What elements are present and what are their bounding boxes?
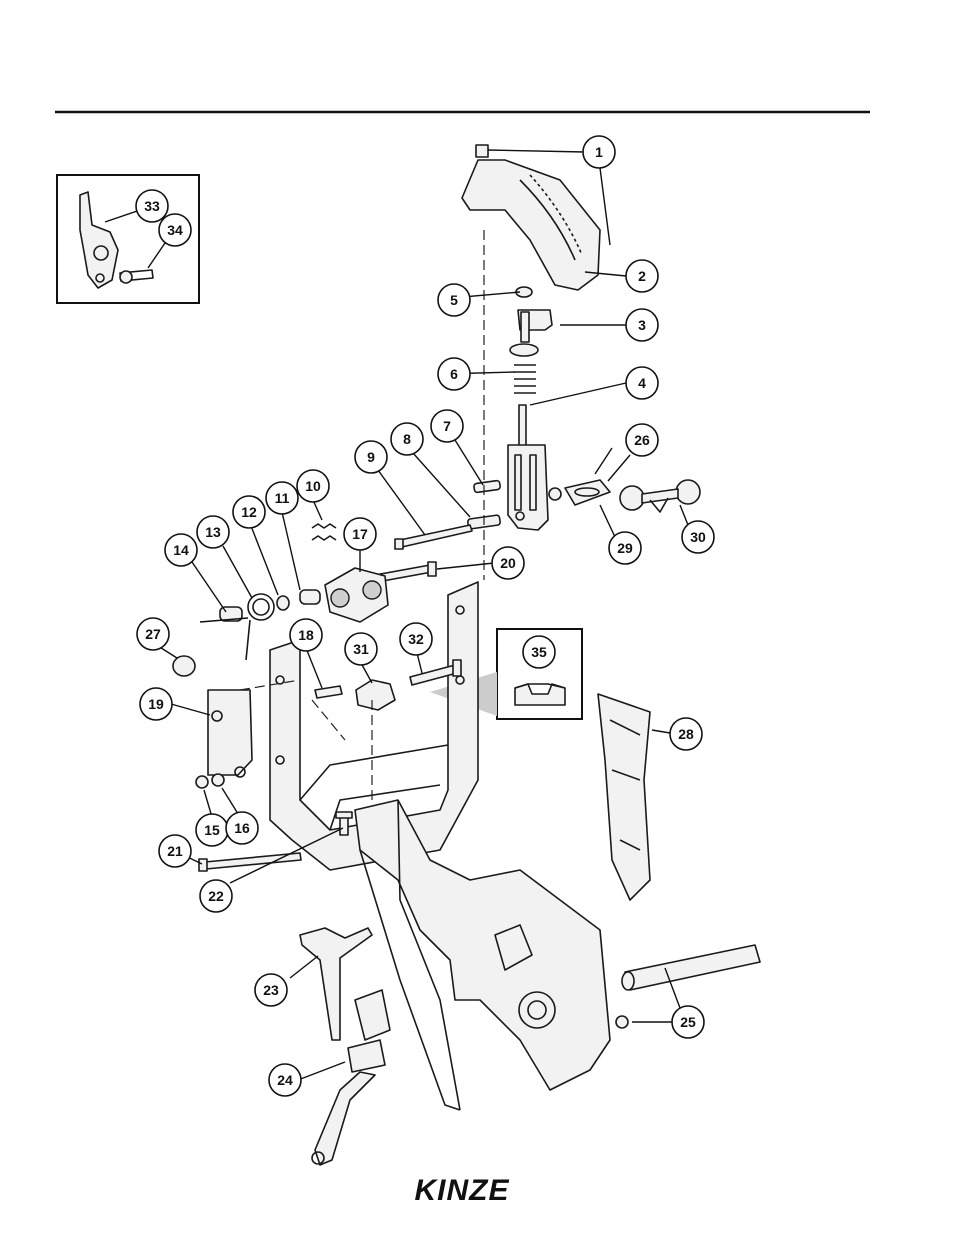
svg-text:32: 32: [408, 631, 424, 647]
svg-text:29: 29: [617, 540, 633, 556]
callout-13: 13: [197, 516, 229, 548]
svg-text:35: 35: [531, 644, 547, 660]
svg-text:31: 31: [353, 641, 369, 657]
callout-22: 22: [200, 880, 232, 912]
adjustment-stack: [508, 287, 552, 530]
callout-34: 34: [159, 214, 191, 246]
callout-18: 18: [290, 619, 322, 651]
svg-text:18: 18: [298, 627, 314, 643]
svg-text:27: 27: [145, 626, 161, 642]
svg-text:12: 12: [241, 504, 257, 520]
handle-group: [549, 480, 700, 512]
callout-4: 4: [626, 367, 658, 399]
svg-text:26: 26: [634, 432, 650, 448]
svg-text:19: 19: [148, 696, 164, 712]
callout-16: 16: [226, 812, 258, 844]
callout-25: 25: [672, 1006, 704, 1038]
callout-35: 35: [523, 636, 555, 668]
svg-text:5: 5: [450, 292, 458, 308]
svg-text:20: 20: [500, 555, 516, 571]
svg-text:24: 24: [277, 1072, 293, 1088]
svg-text:7: 7: [443, 418, 451, 434]
svg-text:11: 11: [275, 490, 290, 506]
svg-text:16: 16: [234, 820, 250, 836]
svg-text:9: 9: [367, 449, 375, 465]
callout-29: 29: [609, 532, 641, 564]
callout-10: 10: [297, 470, 329, 502]
callout-30: 30: [682, 521, 714, 553]
svg-text:2: 2: [638, 268, 646, 284]
svg-text:4: 4: [638, 375, 646, 391]
callout-31: 31: [345, 633, 377, 665]
svg-text:1: 1: [595, 144, 603, 160]
callout-3: 3: [626, 309, 658, 341]
callout-11: 11: [266, 482, 298, 514]
main-frame: [270, 582, 610, 1110]
callout-26: 26: [626, 424, 658, 456]
pins-group: [375, 480, 501, 582]
kinze-logo: KINZE: [415, 1174, 510, 1207]
callout-21: 21: [159, 835, 191, 867]
svg-text:34: 34: [167, 222, 183, 238]
svg-text:30: 30: [690, 529, 706, 545]
svg-text:KINZE: KINZE: [415, 1174, 510, 1207]
svg-text:10: 10: [305, 478, 321, 494]
callout-8: 8: [391, 423, 423, 455]
callout-7: 7: [431, 410, 463, 442]
callout-6: 6: [438, 358, 470, 390]
callout-32: 32: [400, 623, 432, 655]
svg-text:25: 25: [680, 1014, 696, 1030]
callout-5: 5: [438, 284, 470, 316]
svg-text:8: 8: [403, 431, 411, 447]
svg-text:28: 28: [678, 726, 694, 742]
svg-text:3: 3: [638, 317, 646, 333]
svg-text:33: 33: [144, 198, 160, 214]
callout-14: 14: [165, 534, 197, 566]
callout-23: 23: [255, 974, 287, 1006]
quadrant-part: [462, 145, 600, 290]
callout-28: 28: [670, 718, 702, 750]
svg-text:21: 21: [167, 843, 183, 859]
svg-text:13: 13: [205, 524, 221, 540]
svg-text:22: 22: [208, 888, 224, 904]
callout-17: 17: [344, 518, 376, 550]
left-plate-group: [173, 656, 252, 788]
svg-text:15: 15: [204, 822, 220, 838]
callout-33: 33: [136, 190, 168, 222]
callout-20: 20: [492, 547, 524, 579]
svg-text:23: 23: [263, 982, 279, 998]
callout-12: 12: [233, 496, 265, 528]
callout-27: 27: [137, 618, 169, 650]
lower-arms-group: [300, 928, 390, 1165]
callout-24: 24: [269, 1064, 301, 1096]
callout-15: 15: [196, 814, 228, 846]
svg-text:14: 14: [173, 542, 189, 558]
callout-9: 9: [355, 441, 387, 473]
callout-2: 2: [626, 260, 658, 292]
callout-1: 1: [583, 136, 615, 168]
svg-text:17: 17: [352, 526, 368, 542]
callout-19: 19: [140, 688, 172, 720]
svg-text:6: 6: [450, 366, 458, 382]
